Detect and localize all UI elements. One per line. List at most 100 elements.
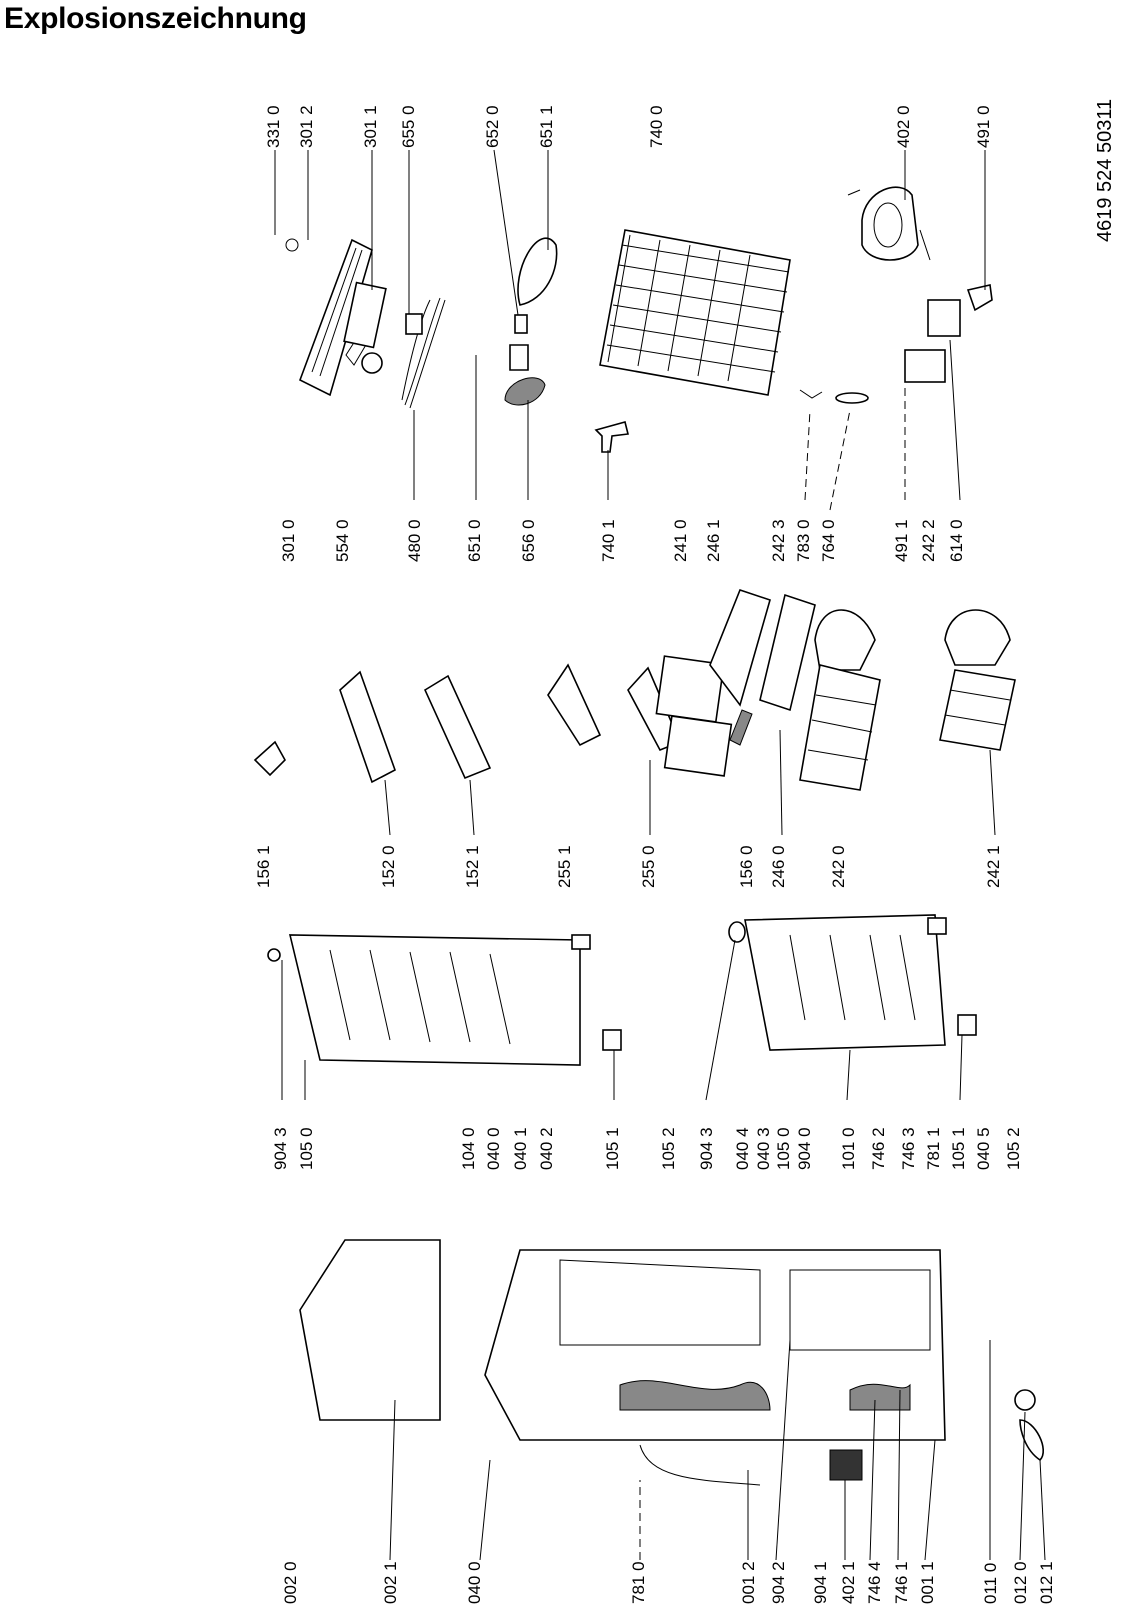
- condenser-part: [599, 229, 791, 396]
- label: 040 5: [974, 1127, 993, 1170]
- label: 651 0: [465, 519, 484, 562]
- label: 001 1: [918, 1561, 937, 1604]
- drain-pipe-part: [639, 1444, 761, 1486]
- label: 746 4: [865, 1561, 884, 1604]
- leader-lines: [274, 149, 1046, 1561]
- basket-part: [799, 664, 881, 791]
- lamp-holder-part: [405, 313, 423, 335]
- label: 105 0: [297, 1127, 316, 1170]
- diffuser-part: [504, 377, 546, 406]
- upper-door-part: [267, 934, 622, 1066]
- glass-shelf-part: [547, 663, 602, 747]
- door-shelf-lower-part: [423, 674, 492, 780]
- label: 651 1: [537, 105, 556, 148]
- label: 746 1: [892, 1561, 911, 1604]
- relay-part: [927, 299, 961, 337]
- label: 746 3: [899, 1127, 918, 1170]
- label: 152 0: [379, 845, 398, 888]
- lamp-cover-part: [517, 237, 558, 306]
- label: 480 0: [405, 519, 424, 562]
- top-cover-part: [285, 238, 387, 397]
- label: 152 1: [463, 845, 482, 888]
- label: 105 2: [1004, 1127, 1023, 1170]
- label: 781 0: [629, 1561, 648, 1604]
- label: 781 1: [924, 1127, 943, 1170]
- label: 012 0: [1011, 1561, 1030, 1604]
- label: 040 3: [754, 1127, 773, 1170]
- label: 255 0: [639, 845, 658, 888]
- label: 331 0: [264, 105, 283, 148]
- label: 904 3: [697, 1127, 716, 1170]
- grid-part: [729, 709, 753, 746]
- label: 105 1: [949, 1127, 968, 1170]
- label: 242 0: [829, 845, 848, 888]
- label: 904 1: [811, 1561, 830, 1604]
- label: 012 1: [1037, 1561, 1056, 1604]
- label: 104 0: [459, 1127, 478, 1170]
- egg-tray-part: [253, 740, 286, 777]
- page-title: Explosionszeichnung: [4, 2, 307, 35]
- label: 105 0: [774, 1127, 793, 1170]
- label: 040 4: [733, 1127, 752, 1170]
- basket-b-part: [939, 669, 1016, 751]
- label: 740 1: [599, 519, 618, 562]
- label: 242 2: [919, 519, 938, 562]
- label: 904 3: [271, 1127, 290, 1170]
- label: 301 0: [279, 519, 298, 562]
- foot-part: [1014, 1389, 1036, 1411]
- tube-part: [799, 389, 823, 399]
- cable-harness-part: [401, 297, 446, 409]
- label: 011 0: [981, 1562, 1000, 1604]
- label: 301 2: [297, 105, 316, 148]
- label: 001 2: [739, 1561, 758, 1604]
- label: 904 2: [769, 1561, 788, 1604]
- label: 554 0: [333, 519, 352, 562]
- label: 002 1: [381, 1561, 400, 1604]
- bracket-part: [594, 421, 629, 453]
- label: 040 0: [484, 1127, 503, 1170]
- label: 402 0: [894, 105, 913, 148]
- label: 301 1: [361, 105, 380, 148]
- label: 491 1: [892, 519, 911, 562]
- label: 105 2: [659, 1127, 678, 1170]
- label: 040 1: [511, 1127, 530, 1170]
- label: 656 0: [519, 519, 538, 562]
- crisper-b-part: [663, 715, 733, 777]
- cover-part: [759, 593, 816, 712]
- label: 655 0: [399, 105, 418, 148]
- label: 246 0: [769, 845, 788, 888]
- label: 242 3: [769, 519, 788, 562]
- bulb-part: [509, 344, 529, 371]
- label: 402 1: [839, 1561, 858, 1604]
- label: 652 0: [483, 105, 502, 148]
- label: 740 0: [647, 105, 666, 148]
- label: 246 1: [704, 519, 723, 562]
- cabinet-part: [299, 1239, 946, 1481]
- filter-dryer-part: [835, 392, 869, 404]
- label: 040 2: [537, 1127, 556, 1170]
- label: 156 0: [737, 845, 756, 888]
- label: 764 0: [819, 519, 838, 562]
- clip-part: [966, 284, 993, 312]
- start-device-part: [904, 349, 946, 383]
- label: 242 1: [984, 845, 1003, 888]
- label: 002 0: [281, 1561, 300, 1604]
- label: 040 0: [465, 1561, 484, 1604]
- switch-part: [514, 314, 528, 334]
- label: 491 0: [974, 105, 993, 148]
- door-shelf-upper-part: [339, 670, 396, 784]
- label: 783 0: [794, 519, 813, 562]
- label: 241 0: [671, 519, 690, 562]
- basket-lid-b-part: [944, 609, 1011, 666]
- compressor-part: [847, 186, 931, 261]
- label: 105 1: [603, 1127, 622, 1170]
- label: 746 2: [869, 1127, 888, 1170]
- label: 904 0: [795, 1127, 814, 1170]
- label: 156 1: [254, 845, 273, 888]
- label: 255 1: [555, 845, 574, 888]
- basket-lid-part: [814, 609, 876, 671]
- label: 614 0: [947, 519, 966, 562]
- lower-door-part: [728, 914, 977, 1051]
- frame-part: [709, 589, 771, 707]
